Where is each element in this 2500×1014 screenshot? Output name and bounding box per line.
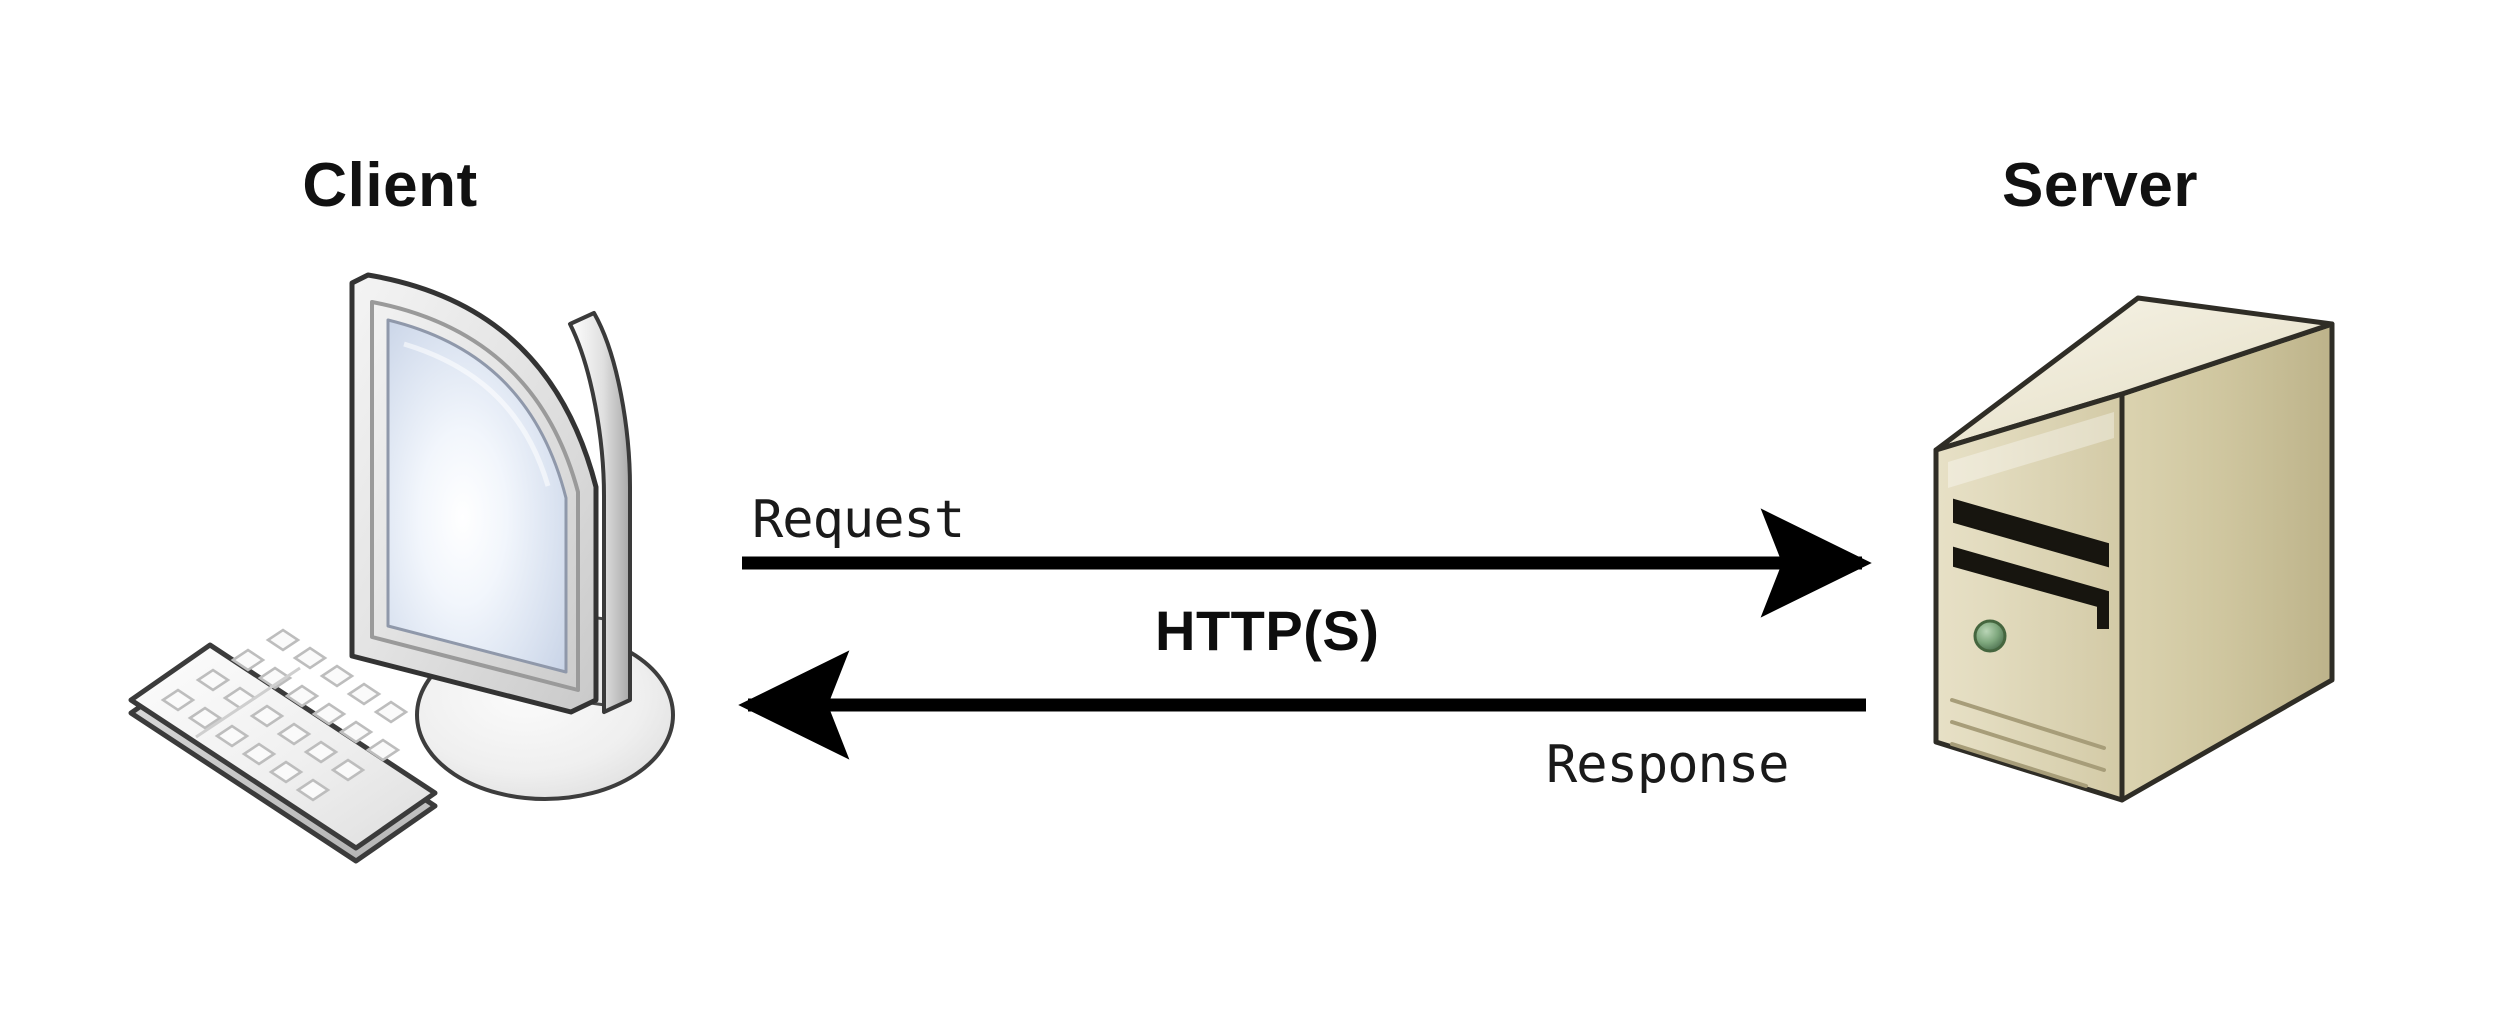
server-side-face bbox=[2119, 321, 2335, 803]
server-vent-lines bbox=[1950, 698, 2106, 788]
server-front-sheen bbox=[1948, 412, 2114, 488]
server-power-led bbox=[1973, 619, 2007, 653]
monitor-screen bbox=[386, 318, 568, 674]
request-label: Request bbox=[752, 490, 965, 550]
screen-highlight bbox=[403, 341, 551, 487]
server-tower-icon bbox=[1933, 295, 2335, 803]
client-monitor-icon bbox=[349, 272, 675, 801]
protocol-label: HTTP(S) bbox=[1155, 599, 1380, 662]
keyboard-groove bbox=[195, 666, 301, 739]
monitor-side-edge bbox=[568, 311, 632, 714]
keyboard-deck bbox=[128, 642, 438, 851]
response-label: Response bbox=[1546, 735, 1789, 795]
server-drive-slot-2 bbox=[1953, 546, 2109, 629]
server-front-face bbox=[1933, 391, 2125, 803]
monitor-bezel-groove bbox=[370, 300, 580, 692]
client-label: Client bbox=[302, 151, 478, 220]
client-keyboard-icon bbox=[128, 628, 438, 864]
server-drive-slot-1 bbox=[1953, 498, 2109, 568]
server-label: Server bbox=[2001, 151, 2199, 220]
